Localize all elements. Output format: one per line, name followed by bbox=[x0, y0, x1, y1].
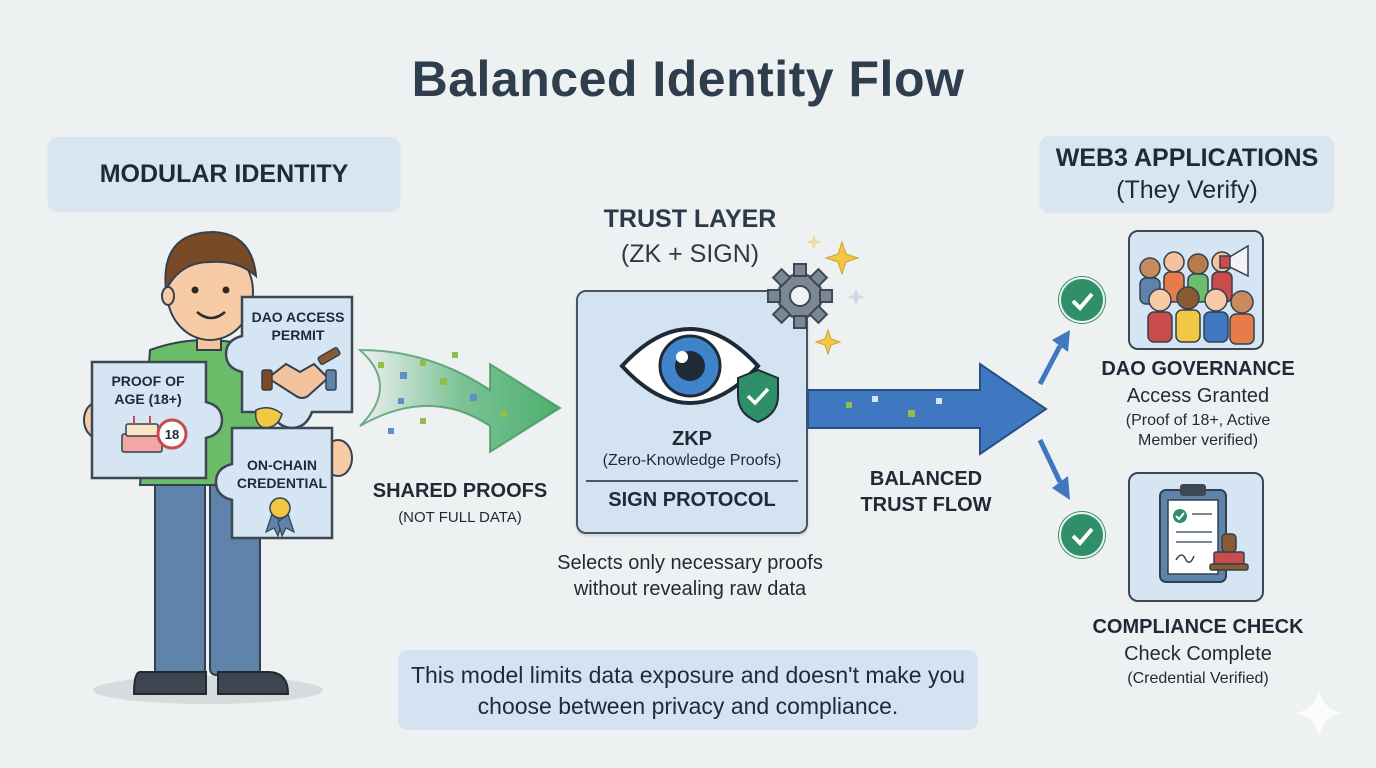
dao-check-icon bbox=[1059, 277, 1105, 323]
balanced-trust-flow-label: BALANCED TRUST FLOW bbox=[860, 468, 992, 516]
zkp-subtitle: (Zero-Knowledge Proofs) bbox=[602, 452, 782, 469]
age-badge-text: 18 bbox=[165, 427, 179, 442]
compliance-check-card bbox=[1128, 472, 1264, 602]
gear-icon bbox=[767, 263, 833, 329]
trust-layer-note: Selects only necessary proofs without re… bbox=[557, 552, 823, 600]
sparkle-icon-blue bbox=[847, 288, 865, 306]
eye-icon bbox=[619, 327, 761, 405]
stamp-icon bbox=[1209, 533, 1249, 571]
award-ribbon-icon bbox=[264, 497, 296, 538]
crowd-icon bbox=[1139, 244, 1255, 345]
credential-piece-line2: CREDENTIAL bbox=[237, 475, 328, 491]
balanced-trust-arrow bbox=[807, 362, 1048, 456]
branch-arrows bbox=[1037, 330, 1070, 500]
modular-identity-header: MODULAR IDENTITY bbox=[48, 137, 400, 211]
web3-applications-label: WEB3 APPLICATIONS bbox=[1055, 144, 1319, 172]
trust-dots bbox=[846, 396, 942, 417]
dao-piece-line2: PERMIT bbox=[272, 327, 325, 343]
compliance-check-status: Check Complete bbox=[1124, 643, 1272, 665]
dao-governance-detail: (Proof of 18+, Active Member verified) bbox=[1125, 412, 1271, 449]
megaphone-icon bbox=[1219, 244, 1249, 278]
age-piece-line1: PROOF OF bbox=[111, 373, 185, 389]
trust-layer-icons bbox=[619, 234, 865, 424]
trust-layer-sublabel: (ZK + SIGN) bbox=[620, 240, 760, 268]
shared-proofs-title: SHARED PROOFS bbox=[372, 480, 548, 502]
person-illustration: DAO ACCESS PERMIT PROOF OF AGE (18+) 18 … bbox=[83, 230, 354, 704]
shield-check-icon bbox=[737, 368, 779, 424]
sparkle-icon-gold bbox=[814, 328, 842, 356]
compliance-check-icon bbox=[1059, 512, 1105, 558]
shared-proofs-arrow bbox=[357, 348, 562, 454]
clipboard-icon bbox=[1159, 484, 1249, 583]
proof-dots bbox=[378, 352, 507, 434]
credential-piece-line1: ON-CHAIN bbox=[247, 457, 317, 473]
handshake-icon bbox=[261, 347, 341, 399]
shared-proofs-sublabel: (NOT FULL DATA) bbox=[398, 509, 522, 526]
age-18-badge bbox=[156, 418, 188, 450]
puzzle-dao-access-permit: DAO ACCESS PERMIT bbox=[224, 295, 354, 430]
page-title: Balanced Identity Flow bbox=[411, 51, 965, 107]
dao-governance-title: DAO GOVERNANCE bbox=[1101, 358, 1295, 380]
trust-layer-header: TRUST LAYER (ZK + SIGN) bbox=[562, 205, 818, 269]
age-piece-line2: AGE (18+) bbox=[114, 391, 181, 407]
dao-piece-line1: DAO ACCESS bbox=[252, 309, 345, 325]
sign-protocol-label: SIGN PROTOCOL bbox=[608, 489, 776, 511]
sparkle-icon-small bbox=[806, 234, 822, 250]
web3-applications-header: WEB3 APPLICATIONS (They Verify) bbox=[1040, 136, 1334, 212]
compliance-check-text: COMPLIANCE CHECK Check Complete (Credent… bbox=[1080, 616, 1316, 689]
zkp-title: ZKP bbox=[672, 428, 712, 450]
puzzle-proof-of-age: PROOF OF AGE (18+) 18 bbox=[90, 360, 224, 480]
bottom-summary-note: This model limits data exposure and does… bbox=[398, 650, 978, 730]
zkp-divider bbox=[586, 480, 798, 482]
corner-sparkle-icon bbox=[1296, 690, 1342, 736]
trust-layer-label: TRUST LAYER bbox=[603, 205, 777, 233]
puzzle-on-chain-credential: ON-CHAIN CREDENTIAL bbox=[214, 426, 334, 540]
dao-governance-status: Access Granted bbox=[1126, 385, 1270, 407]
sparkle-icon bbox=[824, 240, 860, 276]
dao-governance-text: DAO GOVERNANCE Access Granted (Proof of … bbox=[1080, 358, 1316, 451]
compliance-check-detail: (Credential Verified) bbox=[1127, 670, 1269, 687]
dao-governance-card bbox=[1128, 230, 1264, 350]
compliance-check-title: COMPLIANCE CHECK bbox=[1092, 616, 1304, 638]
web3-applications-sublabel: (They Verify) bbox=[1116, 176, 1258, 204]
shared-proofs-label: SHARED PROOFS (NOT FULL DATA) bbox=[370, 480, 550, 526]
